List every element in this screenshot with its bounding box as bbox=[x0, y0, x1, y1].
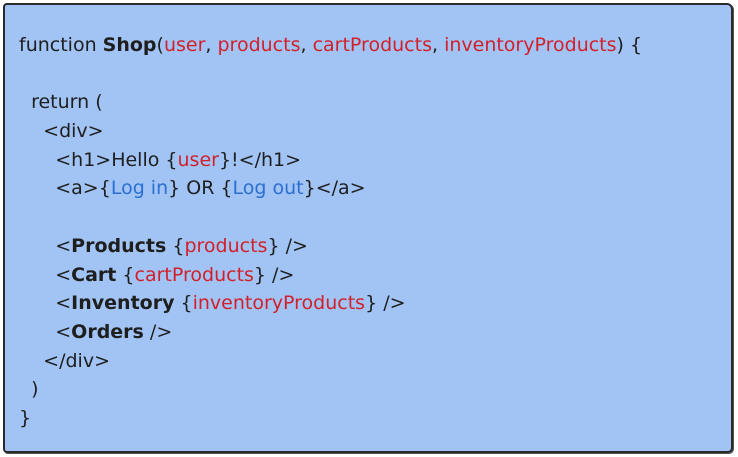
code-line: <Orders /> bbox=[19, 318, 642, 347]
code-link-text: Log out bbox=[232, 177, 304, 200]
code-text: { bbox=[116, 263, 135, 286]
code-text: ( bbox=[156, 34, 164, 56]
code-line: function Shop(user, products, cartProduc… bbox=[19, 31, 642, 60]
code-text: ) bbox=[19, 378, 39, 401]
code-param: user bbox=[177, 148, 219, 171]
code-text: } /> bbox=[365, 292, 406, 315]
code-line bbox=[19, 60, 642, 89]
code-panel: function Shop(user, products, cartProduc… bbox=[3, 3, 733, 453]
code-block: function Shop(user, products, cartProduc… bbox=[19, 31, 642, 433]
code-param: inventoryProducts bbox=[192, 292, 366, 315]
code-text: /> bbox=[143, 320, 173, 343]
code-line: <Cart {cartProducts} /> bbox=[19, 261, 642, 290]
code-identifier: Products bbox=[71, 234, 167, 257]
code-param: inventoryProducts bbox=[444, 34, 617, 56]
code-text: } bbox=[19, 406, 32, 429]
code-identifier: Orders bbox=[71, 320, 144, 343]
code-text: <div> bbox=[19, 120, 104, 143]
code-text: }</a> bbox=[303, 177, 366, 200]
code-text: , bbox=[300, 34, 313, 56]
code-text: <h1>Hello { bbox=[19, 148, 178, 171]
code-text: } /> bbox=[267, 234, 308, 257]
code-identifier: Inventory bbox=[71, 292, 175, 315]
code-line: </div> bbox=[19, 347, 642, 376]
code-line: <h1>Hello {user}!</h1> bbox=[19, 146, 642, 175]
code-text: } /> bbox=[253, 263, 295, 286]
code-line: <Products {products} /> bbox=[19, 232, 642, 261]
code-param: user bbox=[163, 34, 206, 56]
code-line: } bbox=[19, 404, 642, 433]
code-text: <a>{ bbox=[19, 177, 111, 200]
code-text: < bbox=[19, 234, 72, 257]
code-text: < bbox=[19, 292, 72, 315]
code-text: { bbox=[166, 234, 185, 257]
code-param: cartProducts bbox=[134, 263, 254, 286]
code-param: products bbox=[184, 234, 268, 257]
code-text: , bbox=[431, 34, 445, 56]
code-line: <a>{Log in} OR {Log out}</a> bbox=[19, 174, 642, 203]
code-text: }!</h1> bbox=[218, 148, 302, 171]
code-text: </div> bbox=[19, 349, 110, 372]
code-text: ) { bbox=[616, 34, 643, 56]
code-text: return ( bbox=[19, 91, 103, 114]
code-param: products bbox=[217, 34, 301, 56]
code-line bbox=[19, 203, 642, 232]
code-identifier: Cart bbox=[71, 263, 117, 286]
code-text: < bbox=[19, 263, 72, 286]
code-text: } OR { bbox=[168, 177, 233, 200]
code-identifier: Shop bbox=[102, 34, 157, 56]
code-link-text: Log in bbox=[110, 177, 169, 200]
code-line: <div> bbox=[19, 117, 642, 146]
code-text: { bbox=[174, 292, 193, 315]
code-line: <Inventory {inventoryProducts} /> bbox=[19, 289, 642, 318]
code-line: return ( bbox=[19, 88, 642, 117]
code-line: ) bbox=[19, 375, 642, 404]
code-text: function bbox=[19, 34, 103, 56]
code-text: , bbox=[205, 34, 218, 56]
code-text: < bbox=[19, 320, 72, 343]
code-param: cartProducts bbox=[312, 34, 432, 56]
